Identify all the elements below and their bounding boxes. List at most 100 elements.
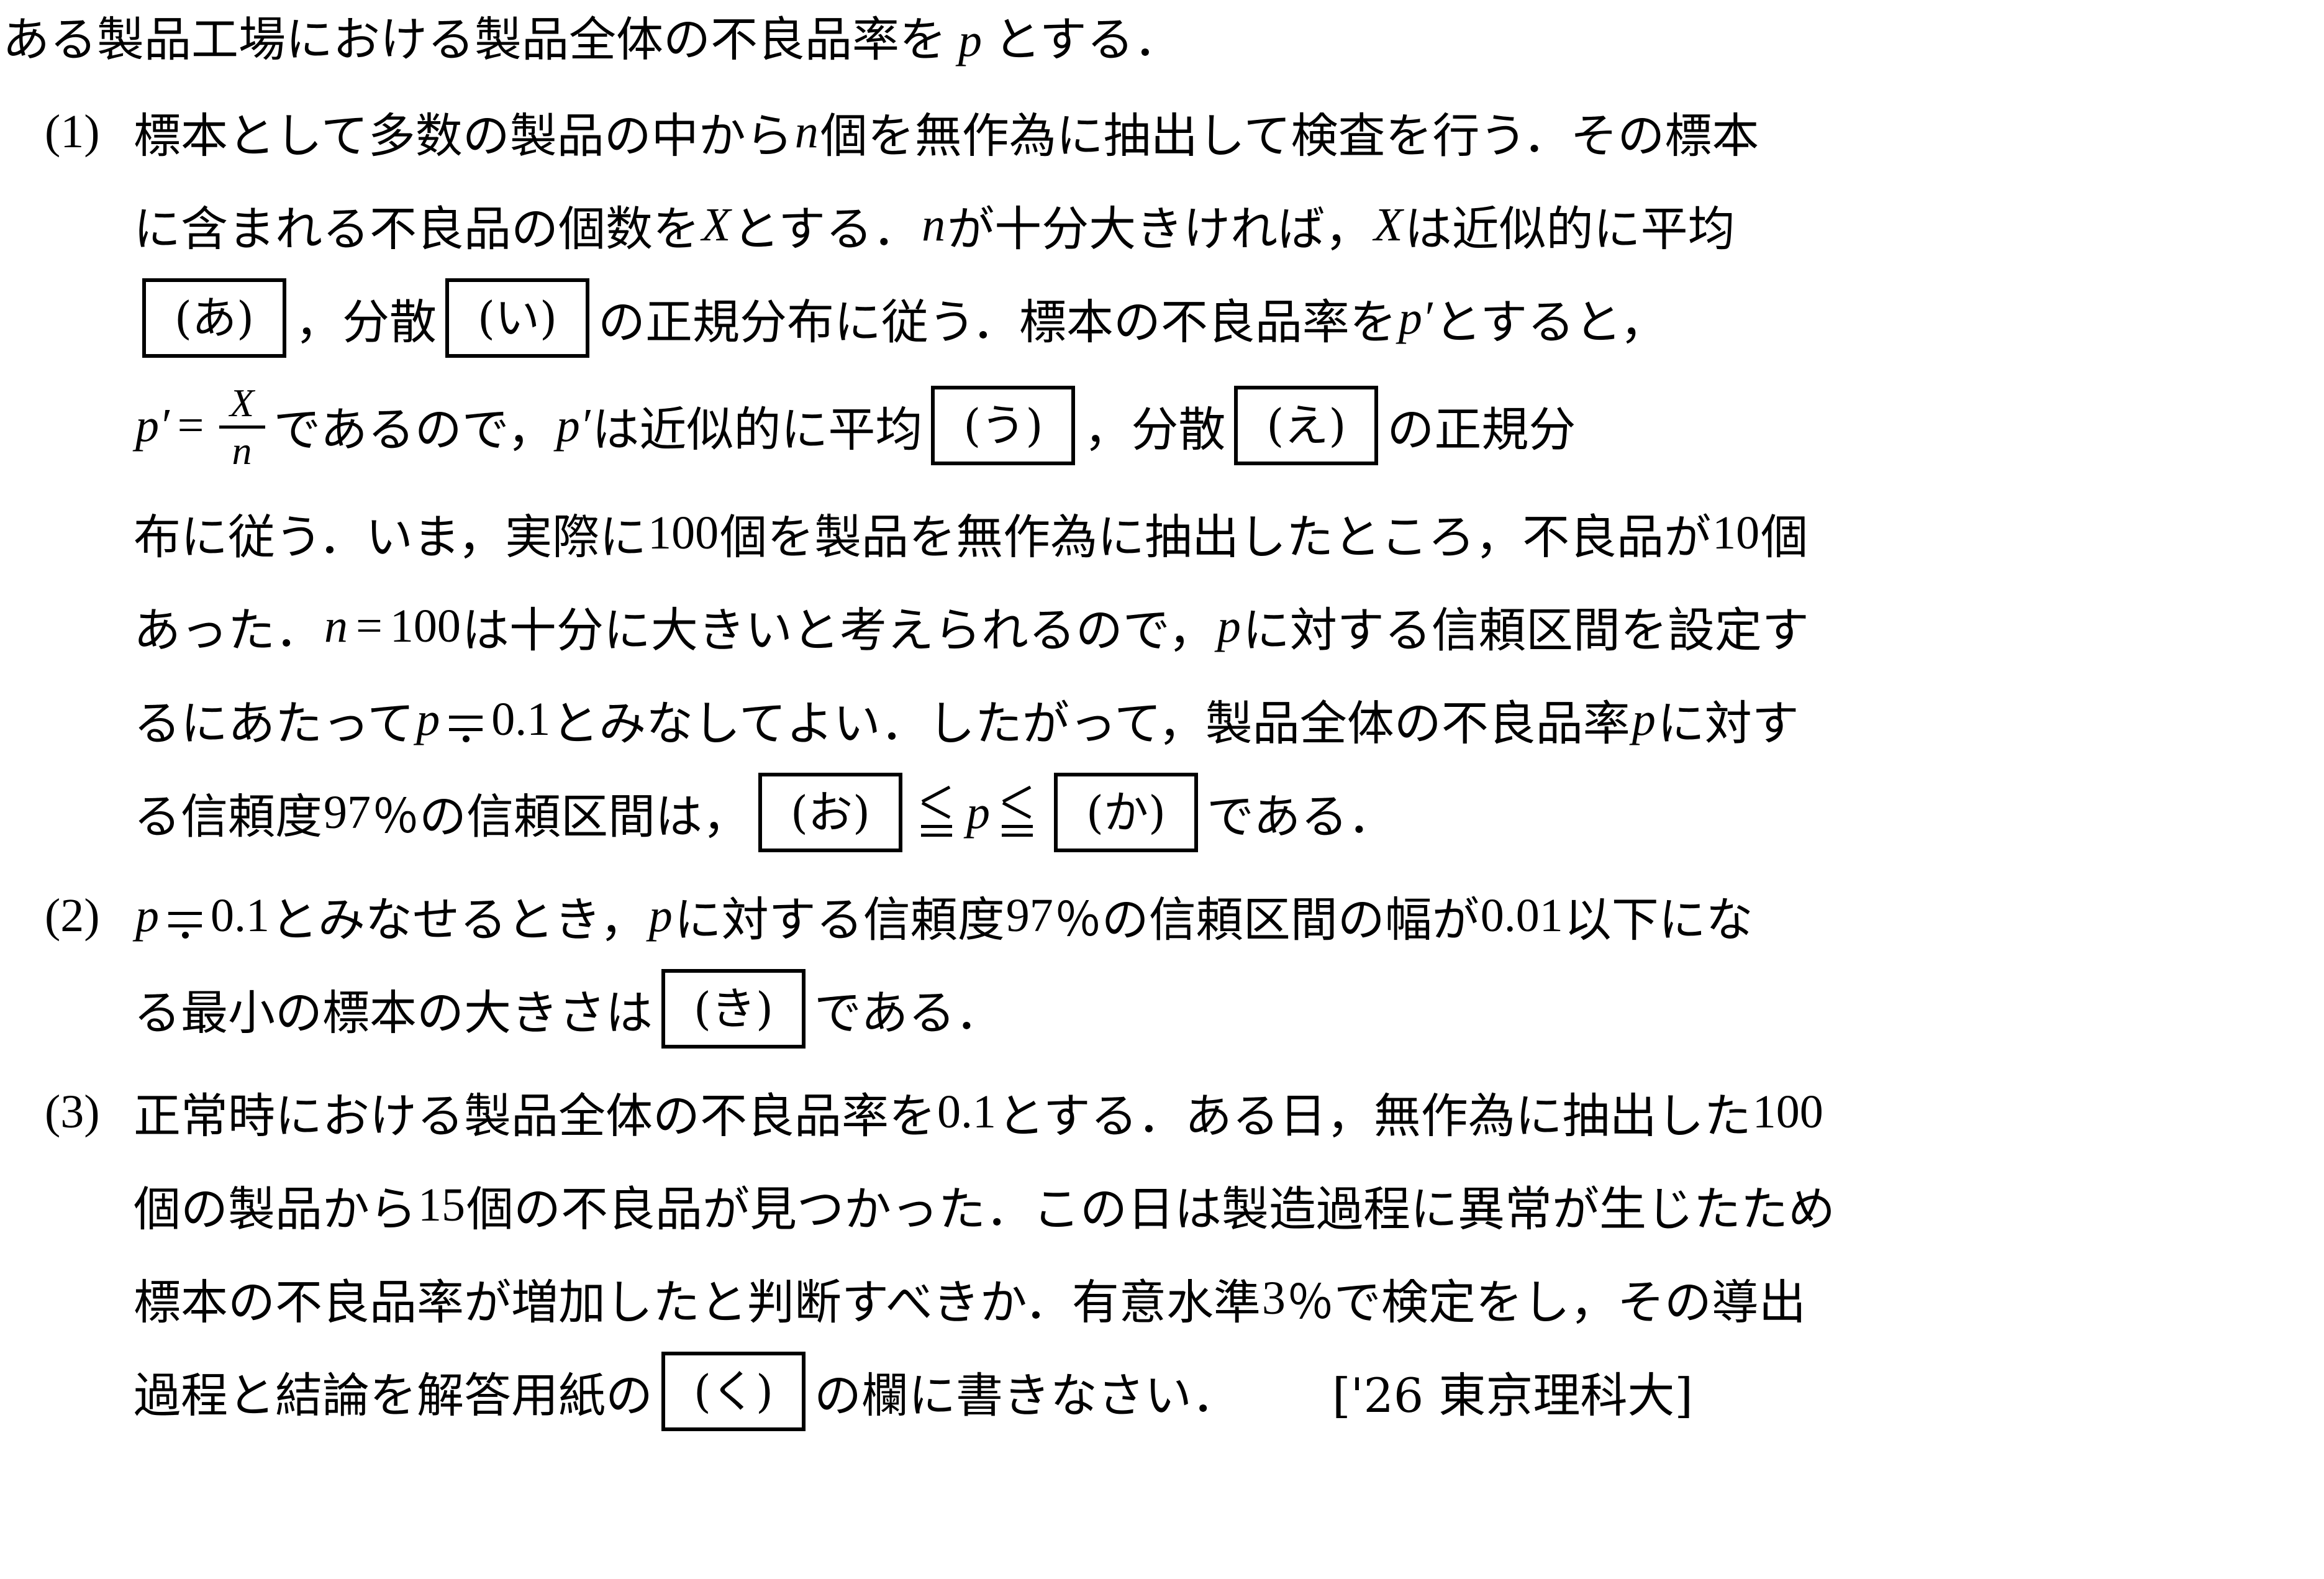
answer-box[interactable]: (え): [1234, 386, 1379, 465]
math-variable: n: [922, 198, 946, 251]
answer-box[interactable]: (い): [445, 278, 589, 358]
item-number: (3): [45, 1086, 100, 1138]
body-text: とする．ある日，無作為に抽出した: [997, 1088, 1751, 1144]
body-text: に対する信頼度: [674, 892, 1005, 947]
body-text: 標本の不良品率が増加したと判断すべきか．有意水準: [134, 1275, 1261, 1330]
math-number: 0.01: [1480, 889, 1563, 942]
lead-variable-p: p: [958, 14, 982, 66]
answer-box[interactable]: (お): [758, 773, 902, 852]
math-variable: n: [794, 105, 819, 158]
answer-box[interactable]: (く): [661, 1352, 806, 1431]
body-text: である．: [814, 985, 1003, 1040]
body-text: は十分に大きいと考えられるので，: [461, 603, 1215, 658]
body-text: あった．: [134, 603, 322, 658]
body-text: る最小の標本の大きさは: [134, 985, 653, 1040]
body-text: ％の信頼区間の幅が: [1054, 892, 1479, 947]
body-text: る信頼度: [134, 789, 322, 844]
math-variable: p: [1632, 693, 1656, 745]
body-text: は近似的に平均: [592, 402, 923, 457]
fraction-bar: [219, 425, 265, 429]
nearly-equal-icon: [166, 892, 204, 939]
math-number: 3: [1261, 1272, 1286, 1324]
body-text: が十分大きければ，: [947, 201, 1373, 257]
body-text: 個の製品から: [134, 1181, 417, 1237]
body-text: ，分散: [1084, 402, 1226, 457]
fraction-numerator: X: [229, 380, 255, 425]
body-text: 布に従う．いま，実際に: [134, 509, 647, 565]
body-text: 個を無作為に抽出して検査を行う．その標本: [820, 108, 1759, 163]
answer-box[interactable]: (き): [661, 969, 806, 1049]
math-variable: X: [1374, 198, 1403, 251]
body-text: ，分散: [295, 294, 437, 350]
nearly-equal-icon: [447, 696, 485, 743]
body-text: の正規分布に従う．標本の不良品率を: [598, 294, 1397, 350]
answer-box[interactable]: (う): [931, 386, 1076, 465]
body-text: に対す: [1657, 696, 1799, 751]
body-text: 個の不良品が見つかった．この日は製造過程に異常が生じたため: [466, 1181, 1835, 1237]
body-text: に含まれる不良品の個数を: [134, 201, 700, 257]
math-variable: p: [135, 889, 159, 942]
math-number: 0.1: [937, 1085, 996, 1138]
source-attribution: ['26 東京理科大]: [1332, 1368, 1694, 1423]
math-variable: X: [702, 198, 731, 251]
math-variable: p: [416, 693, 440, 745]
math-number: 97: [1005, 889, 1053, 942]
math-variable: p′: [556, 399, 591, 452]
body-text: 標本として多数の製品の中から: [134, 108, 793, 163]
math-variable: p: [966, 786, 990, 839]
math-number: 15: [418, 1178, 465, 1231]
item-number: (2): [45, 890, 100, 942]
body-text: は近似的に平均: [1404, 201, 1735, 257]
fraction-denominator: n: [232, 428, 252, 473]
lead-text-b: とする．: [994, 12, 1181, 67]
math-variable: p: [1217, 599, 1241, 652]
body-text: に対する信頼区間を設定す: [1242, 603, 1809, 658]
body-text: の正規分: [1387, 402, 1576, 457]
body-text: 以下にな: [1564, 892, 1753, 947]
answer-box[interactable]: (か): [1054, 773, 1198, 852]
body-text: ％の信頼区間は，: [372, 789, 750, 844]
body-text: 過程と結論を解答用紙の: [134, 1368, 653, 1423]
body-text: の欄に書きなさい．: [814, 1368, 1239, 1423]
body-text: 正常時における製品全体の不良品率を: [134, 1088, 936, 1144]
body-text: とする．: [732, 201, 920, 257]
body-text: ％で検定をし，その導出: [1286, 1275, 1806, 1330]
body-text: とみなしてよい．したがって，製品全体の不良品率: [551, 696, 1630, 751]
math-number: 100: [389, 599, 461, 652]
math-number: 10: [1712, 506, 1760, 559]
math-number: 100: [648, 506, 719, 559]
body-text: であるので，: [273, 402, 555, 457]
math-number: 0.1: [211, 889, 270, 942]
math-number: 100: [1752, 1085, 1823, 1138]
lead-text-a: ある製品工場における製品全体の不良品率を: [2, 12, 946, 67]
math-number: 0.1: [491, 693, 551, 745]
body-text: るにあたって: [134, 696, 415, 751]
math-number: 97: [324, 786, 371, 839]
body-text: とみなせるとき，: [271, 892, 647, 947]
math-operator: =: [177, 399, 204, 452]
answer-box[interactable]: (あ): [142, 278, 286, 358]
math-variable: p: [648, 889, 673, 942]
body-text: とすると，: [1434, 294, 1668, 350]
text-line: る最小の標本の大きさは(き)である．: [134, 962, 2324, 1055]
math-variable: p′: [135, 399, 170, 452]
math-variable: p′: [1398, 291, 1433, 344]
